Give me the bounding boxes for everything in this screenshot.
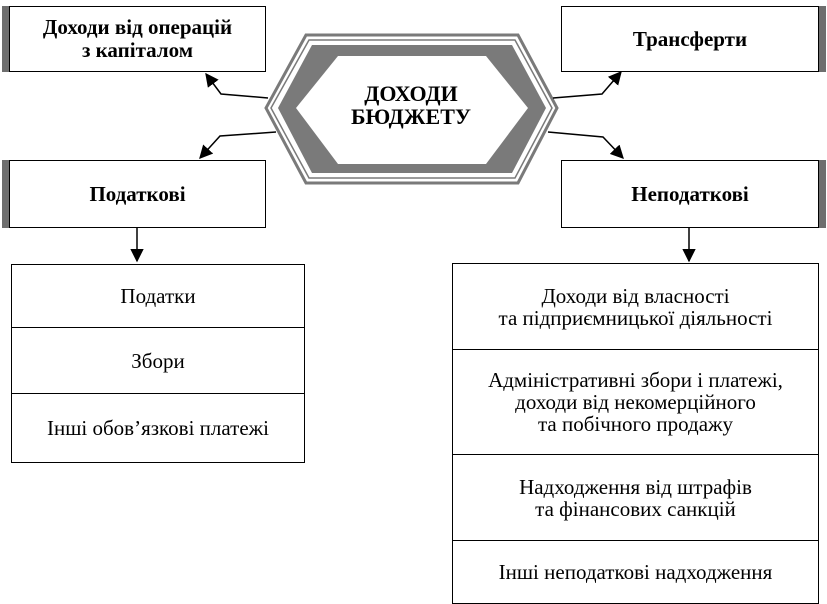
list-item: Доходи від власності та підприємницької … xyxy=(453,264,818,350)
list-item: Інші обов’язкові платежі xyxy=(46,415,269,440)
list-item: Надходження від штрафів та фінансових са… xyxy=(453,455,818,541)
list-item: Податки xyxy=(12,265,304,328)
hub-title: ДОХОДИ БЮДЖЕТУ xyxy=(350,81,472,129)
list-item: Адміністративні збори і платежі, доходи … xyxy=(453,350,818,455)
list-item: Інші неподаткові надходження xyxy=(498,560,773,584)
connector-nontax xyxy=(547,131,624,159)
category-nontax-label: Неподаткові xyxy=(631,181,749,206)
connector-capital xyxy=(205,72,269,99)
connector-transfers xyxy=(552,70,622,99)
category-capital-label: Доходи від операцій з капіталом xyxy=(42,15,233,62)
hub-inner-hexagon xyxy=(296,56,528,164)
list-item: Збори xyxy=(12,328,304,394)
category-transfers-box: Трансферти xyxy=(561,6,819,72)
category-tax-label: Податкові xyxy=(89,181,186,206)
tax-items-list: Податки Збори Інші обов’язкові платежі xyxy=(11,264,305,463)
hub-outer-hexagon-inner-line xyxy=(270,39,553,179)
category-transfers-label: Трансферти xyxy=(632,26,748,51)
connector-tax xyxy=(199,131,277,159)
category-capital-box: Доходи від операцій з капіталом xyxy=(9,6,266,72)
category-nontax-box: Неподаткові xyxy=(561,160,819,228)
nontax-items-list: Доходи від власності та підприємницької … xyxy=(452,263,819,604)
category-tax-box: Податкові xyxy=(9,160,266,228)
